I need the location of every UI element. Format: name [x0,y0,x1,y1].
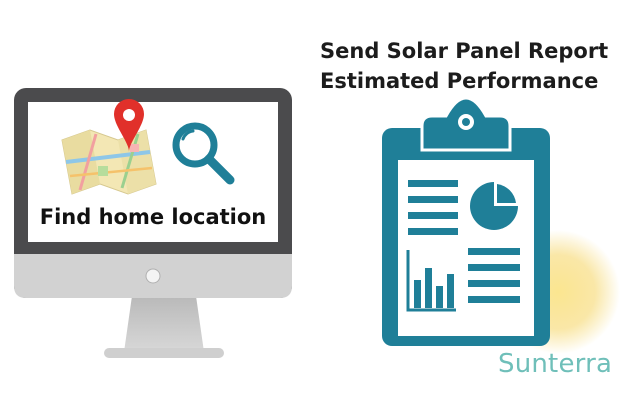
brand-logo-text: Sunterra [498,349,613,379]
find-home-location-label: Find home location [39,205,267,229]
power-button-icon [145,268,161,284]
bar-chart-icon [406,250,456,312]
pie-chart-icon [470,180,520,230]
report-title-line2: Estimated Performance [320,69,599,93]
magnifier-icon [172,122,235,185]
monitor-stand [124,296,204,352]
report-title-line1: Send Solar Panel Report [320,39,609,63]
map-pin-icon [61,99,157,195]
report-heading: Send Solar Panel Report Estimated Perfor… [320,36,608,96]
monitor-base [104,348,224,358]
